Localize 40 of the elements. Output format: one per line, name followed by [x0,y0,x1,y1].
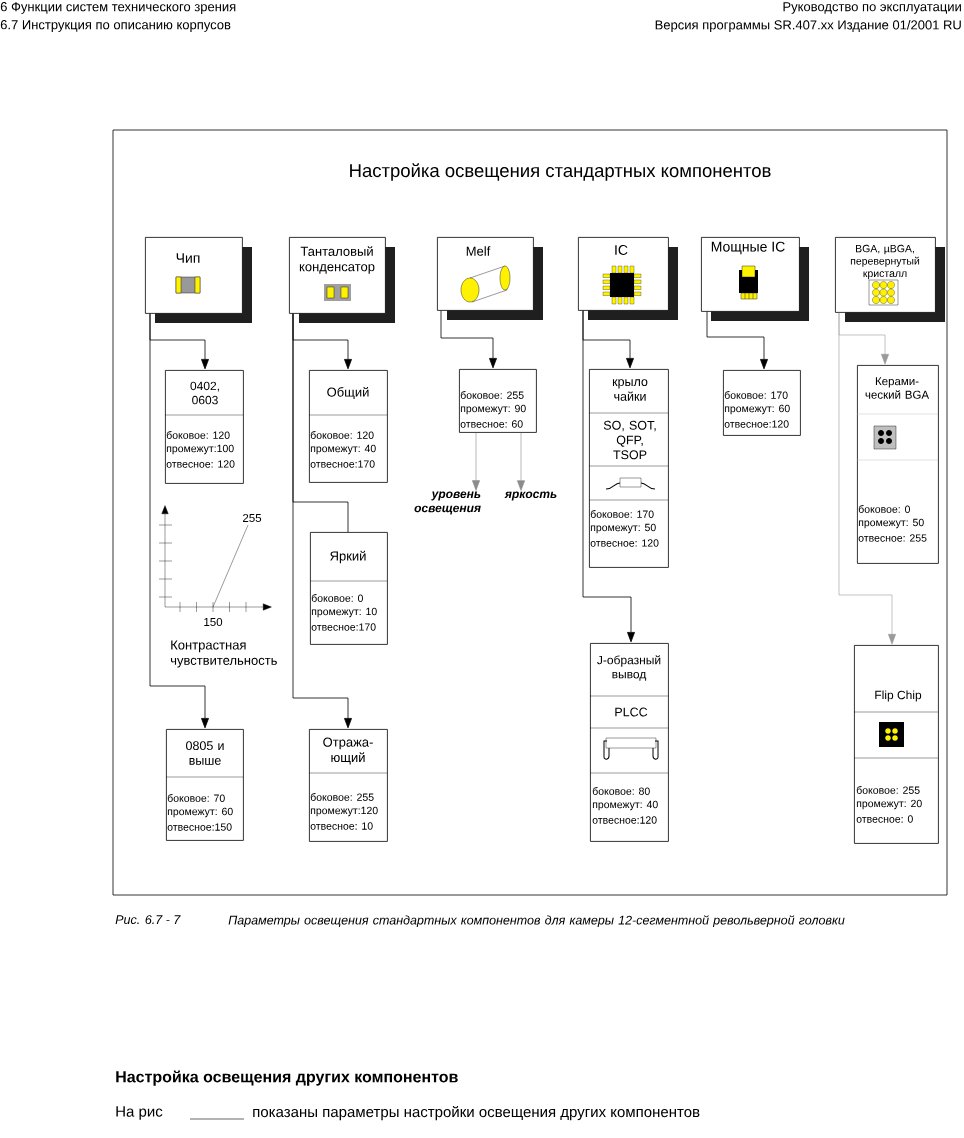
arrow [706,311,768,370]
parameter-box: Отража- ющий боковое: 255 промежут:120 отвесное: 10 [308,729,388,842]
body-text: показаны параметры настройки освещения других компонентов [253,1105,700,1121]
diagram-title: Настройка освещения стандартных компонентов [350,163,771,181]
component-box: BGA, µBGA, перевернутый кристалл [835,237,945,322]
parameter-box: 0402, 0603 боковое: 120 промежут:100 отвесное: 120 [164,370,244,484]
parameter-box: боковое: 255 промежут: 90 отвесное: 60 [459,369,537,433]
tick-label: 255 [243,513,262,523]
figure-caption: Параметры освещения стандартных компонентов для камеры 12-сегментной револьверной головки [228,915,845,928]
tick-label: 150 [204,617,223,627]
parameter-box: крыло чайки SO, SOT, QFP, TSOP боковое: 170 промежут: 50 отвесное: 120 [588,369,669,568]
body-text: На рис [116,1106,163,1120]
header-text: Руководство по эксплуатации [783,2,961,14]
parameter-box: 0805 и выше боковое: 70 промежут: 60 отвесное:150 [165,729,244,841]
component-box: Танталовый конденсатор [289,237,395,323]
component-box: IC [578,237,678,320]
parameter-box: Яркий боковое: 0 промежут: 10 отвесное:170 [309,532,388,645]
arrow [292,313,352,729]
arrow [582,310,635,643]
annotation-text: яркость [504,491,557,501]
arrow [149,313,209,729]
annotation-text: уровень освещения [414,491,481,515]
component-box: Мощные IC [701,237,809,321]
component-box: Melf [437,237,543,320]
parameter-box: J-образный вывод PLCC боковое: 80 промежут: 40 отвесное:120 [589,643,669,842]
component-box: Чип [145,237,252,323]
header-text: Версия программы SR.407.xx Издание 01/2001 RU [655,19,961,33]
header-text: 6.7 Инструкция по описанию корпусов [0,20,231,32]
parameter-box: Общий боковое: 120 промежут: 40 отвесное:170 [308,370,388,483]
arrow [440,310,497,369]
axis-title: Контрастная чувствительность [170,640,277,668]
section-heading: Настройка освещения других компонентов [116,1070,458,1086]
arrow [472,432,480,491]
header-text: 6 Функции систем технического зрения [0,2,236,14]
arrow [838,312,896,645]
arrow [517,432,525,491]
figure-number: Рис. 6.7 - 7 [115,915,181,925]
parameter-box: Керами- ческий BGA боковое: 0 промежут: 50 отвесное: 255 [856,365,939,564]
parameter-box: боковое: 170 промежут: 60 отвесное:120 [723,370,801,436]
parameter-box: Flip Chip боковое: 255 промежут: 20 отвесное: 0 [853,645,939,844]
